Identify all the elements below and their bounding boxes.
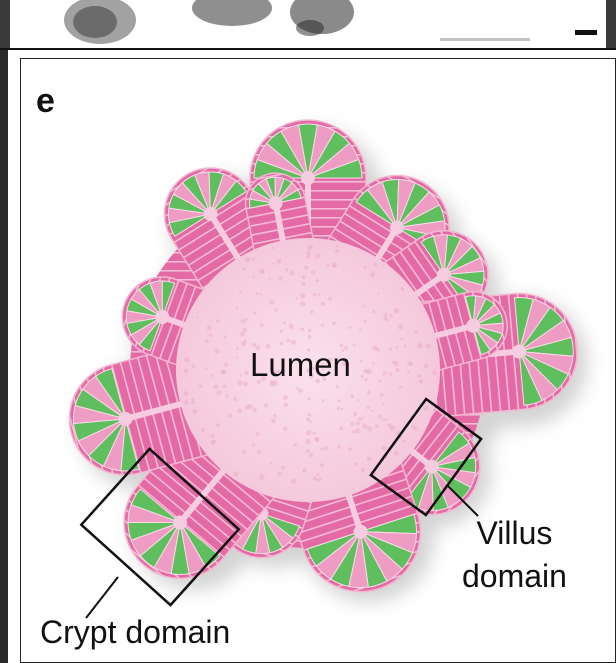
- panel-letter: e: [36, 82, 55, 121]
- villus-domain-label: Villus domain: [462, 512, 567, 598]
- crypt-domain-label: Crypt domain: [40, 614, 230, 651]
- villus-label-line2: domain: [462, 555, 567, 598]
- lumen-label: Lumen: [250, 346, 351, 384]
- villus-label-line1: Villus: [462, 512, 567, 555]
- crypt-leader-line: [86, 577, 118, 618]
